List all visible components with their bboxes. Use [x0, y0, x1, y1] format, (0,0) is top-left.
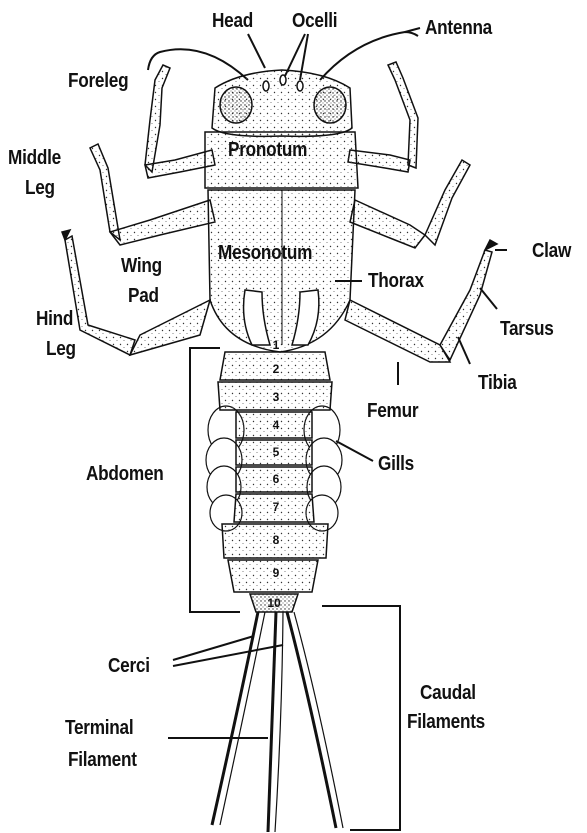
segment-label-3: 3: [266, 390, 286, 404]
label-thorax: Thorax: [368, 270, 424, 292]
label-foreleg: Foreleg: [68, 70, 128, 92]
label-ocelli: Ocelli: [292, 10, 337, 32]
segment-label-10: 10: [264, 596, 284, 610]
label-antenna: Antenna: [425, 17, 492, 39]
label-hind-leg-line1: Hind: [36, 308, 73, 330]
label-wing-pad-line2: Pad: [128, 285, 159, 307]
label-caudal-filaments-line2: Filaments: [407, 711, 485, 733]
segment-label-9: 9: [266, 566, 286, 580]
label-tarsus: Tarsus: [500, 318, 554, 340]
label-middle-leg-line2: Leg: [25, 177, 55, 199]
label-mesonotum: Mesonotum: [218, 242, 312, 264]
caudal-filaments-drawing: [212, 612, 343, 832]
head-drawing: [212, 70, 352, 136]
segment-label-8: 8: [266, 533, 286, 547]
label-middle-leg-line1: Middle: [8, 147, 61, 169]
label-terminal-filament-line1: Terminal: [65, 717, 133, 739]
label-tibia: Tibia: [478, 372, 517, 394]
segment-label-6: 6: [266, 472, 286, 486]
label-head: Head: [212, 10, 253, 32]
label-gills: Gills: [378, 453, 414, 475]
label-cerci: Cerci: [108, 655, 150, 677]
segment-label-4: 4: [266, 418, 286, 432]
label-hind-leg-line2: Leg: [46, 338, 76, 360]
segment-label-5: 5: [266, 445, 286, 459]
label-pronotum: Pronotum: [228, 139, 307, 161]
label-caudal-filaments-line1: Caudal: [420, 682, 476, 704]
label-terminal-filament-line2: Filament: [68, 749, 137, 771]
label-femur: Femur: [367, 400, 418, 422]
label-wing-pad-line1: Wing: [121, 255, 162, 277]
label-claw: Claw: [532, 240, 571, 262]
segment-label-1: 1: [266, 338, 286, 352]
segment-label-7: 7: [266, 500, 286, 514]
label-abdomen: Abdomen: [86, 463, 164, 485]
segment-label-2: 2: [266, 362, 286, 376]
